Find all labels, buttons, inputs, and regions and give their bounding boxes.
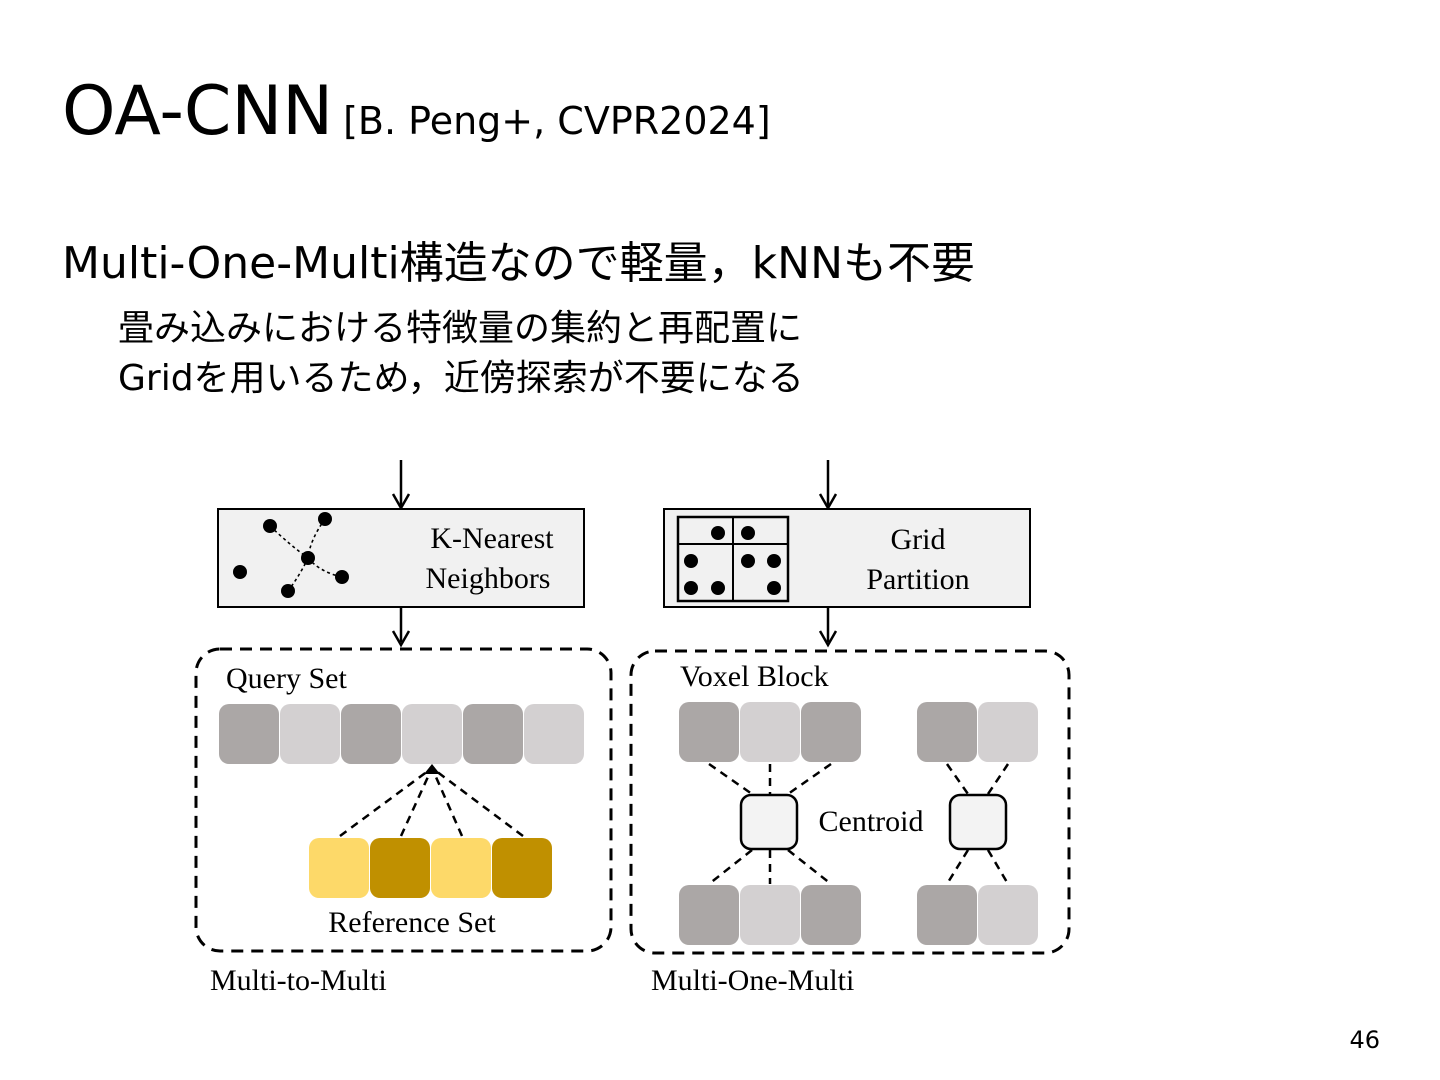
left-caption: Multi-to-Multi <box>210 964 387 997</box>
query-set <box>219 704 584 764</box>
left-mid-arrowhead <box>391 630 411 648</box>
left-panel: K-Nearest Neighbors Query Set <box>194 460 613 997</box>
reference-connectors <box>339 766 524 838</box>
voxel-cell <box>801 885 861 945</box>
bullet-sub-1: 畳み込みにおける特徴量の集約と再配置に <box>118 308 803 349</box>
slide-number: 46 <box>1349 1026 1380 1054</box>
centroid-connectors <box>708 762 1010 885</box>
grid-box <box>663 508 1031 608</box>
knn-label-line1: K-Nearest <box>430 522 554 555</box>
grid-partition-icon <box>676 515 790 603</box>
right-mid-arrowhead <box>818 630 838 648</box>
knn-box <box>217 508 585 608</box>
left-dashed-region <box>194 647 613 953</box>
voxel-cell <box>801 702 861 762</box>
query-cell <box>463 704 523 764</box>
knn-points <box>233 512 349 598</box>
reference-arrowhead <box>424 764 440 774</box>
query-cell <box>341 704 401 764</box>
voxel-cell <box>740 885 800 945</box>
voxel-cell <box>978 885 1038 945</box>
query-set-label: Query Set <box>226 662 347 695</box>
voxel-cell <box>679 702 739 762</box>
voxel-cell <box>917 702 977 762</box>
voxel-block-label: Voxel Block <box>680 660 829 693</box>
query-cell <box>219 704 279 764</box>
voxel-cell <box>679 885 739 945</box>
query-cell <box>524 704 584 764</box>
grid-label-line2: Partition <box>866 563 969 596</box>
right-caption: Multi-One-Multi <box>651 964 854 997</box>
voxel-cell <box>978 702 1038 762</box>
voxel-cell <box>917 885 977 945</box>
voxel-cell <box>740 702 800 762</box>
reference-cell <box>492 838 552 898</box>
centroid-1 <box>739 793 799 851</box>
reference-cell <box>309 838 369 898</box>
reference-set <box>309 838 552 898</box>
title-main: OA-CNN <box>62 72 334 151</box>
centroid-label: Centroid <box>819 805 924 838</box>
reference-cell <box>370 838 430 898</box>
reference-set-label: Reference Set <box>328 906 496 939</box>
title-reference: [B. Peng+, CVPR2024] <box>343 99 771 143</box>
bullet-main: Multi-One-Multi構造なので軽量，kNNも不要 <box>62 238 975 289</box>
query-cell <box>280 704 340 764</box>
centroid-2 <box>948 793 1008 851</box>
bullet-sub-2: Gridを用いるため，近傍探索が不要になる <box>118 358 804 399</box>
voxel-blocks-top <box>679 702 1038 762</box>
reference-cell <box>431 838 491 898</box>
grid-label-line1: Grid <box>891 523 946 556</box>
voxel-blocks-bottom <box>679 885 1038 945</box>
knn-label-line2: Neighbors <box>426 562 551 595</box>
query-cell <box>402 704 462 764</box>
knn-graph <box>269 518 343 592</box>
slide-title: OA-CNN[B. Peng+, CVPR2024] <box>62 78 771 146</box>
right-panel: Grid Partition Voxel Block <box>629 460 1071 997</box>
